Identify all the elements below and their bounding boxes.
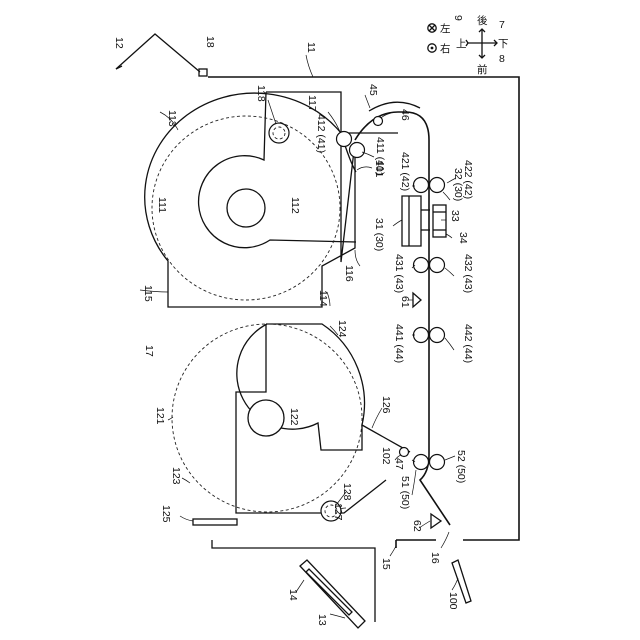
- sensor-62: [431, 514, 441, 528]
- legend-number-8: 8: [499, 53, 505, 65]
- label-15: 15: [380, 558, 392, 570]
- label-16: 16: [429, 552, 441, 564]
- label-442: 442 (44): [462, 324, 474, 363]
- platen: [433, 205, 446, 237]
- roller-51[interactable]: [414, 455, 429, 470]
- label-61: 61: [399, 296, 411, 308]
- roller-422[interactable]: [430, 178, 445, 193]
- print-head: [402, 196, 421, 246]
- label-100: 100: [447, 592, 459, 610]
- leader-lines: [140, 55, 458, 618]
- roller-411[interactable]: [350, 143, 365, 158]
- legend-cross-label: 左: [440, 22, 451, 35]
- label-12: 12: [113, 37, 125, 49]
- label-421: 421 (42): [399, 152, 411, 191]
- label-121: 121: [154, 407, 166, 425]
- lower-hub: [248, 400, 284, 436]
- label-14: 14: [287, 589, 299, 601]
- label-102: 102: [380, 447, 392, 465]
- label-111: 111: [156, 197, 168, 213]
- label-13: 13: [316, 614, 328, 626]
- legend-down: 下: [498, 38, 509, 50]
- label-412: 412 (41): [315, 114, 327, 153]
- legend-dot-label: 右: [440, 42, 451, 55]
- roller-432[interactable]: [430, 258, 445, 273]
- legend-back: 後: [477, 14, 488, 27]
- hinge: [199, 69, 207, 76]
- sensor-61: [413, 293, 421, 307]
- roller-442[interactable]: [430, 328, 445, 343]
- legend-number-7: 7: [499, 19, 505, 31]
- label-34: 34: [457, 232, 469, 244]
- label-17: 17: [143, 345, 155, 357]
- roller-52[interactable]: [430, 455, 445, 470]
- direction-legend: 左 右 9 上 下 前 後 7 8: [428, 14, 509, 76]
- label-126: 126: [380, 396, 392, 414]
- label-112: 112: [289, 197, 301, 214]
- label-31: 31 (30): [373, 218, 385, 251]
- label-116: 116: [343, 265, 355, 282]
- label-113: 113: [166, 110, 178, 127]
- label-441: 441 (44): [393, 324, 405, 363]
- roller-412[interactable]: [337, 132, 352, 147]
- label-52: 52 (50): [455, 450, 467, 483]
- label-45: 45: [367, 84, 379, 96]
- label-46: 46: [399, 109, 411, 121]
- label-124: 124: [336, 320, 348, 338]
- label-47: 47: [393, 458, 405, 470]
- label-114: 114: [317, 290, 329, 307]
- label-33: 33: [449, 210, 461, 222]
- label-122: 122: [288, 408, 300, 426]
- label-11: 11: [305, 42, 317, 53]
- label-125: 125: [160, 505, 172, 523]
- label-123: 123: [170, 467, 182, 485]
- label-127: 127: [332, 503, 344, 521]
- roller-431[interactable]: [414, 258, 429, 273]
- roller-421[interactable]: [414, 178, 429, 193]
- label-128: 128: [341, 483, 353, 501]
- label-18: 18: [204, 36, 216, 48]
- label-117: 117: [306, 95, 318, 112]
- label-101: 101: [373, 160, 385, 178]
- legend-number-9: 9: [452, 15, 464, 21]
- legend-up: 上: [456, 38, 467, 50]
- label-118: 118: [255, 85, 267, 102]
- label-62: 62: [411, 520, 423, 532]
- roller-441[interactable]: [414, 328, 429, 343]
- label-431: 431 (43): [393, 254, 405, 293]
- upper-hub: [227, 189, 265, 227]
- label-32: 32 (30): [452, 168, 464, 201]
- label-115: 115: [142, 285, 154, 302]
- legend-front: 前: [477, 63, 488, 76]
- label-51: 51 (50): [399, 476, 411, 509]
- small-gear-upper: [269, 123, 289, 143]
- lid-flap[interactable]: [116, 34, 200, 72]
- label-432: 432 (43): [462, 254, 474, 293]
